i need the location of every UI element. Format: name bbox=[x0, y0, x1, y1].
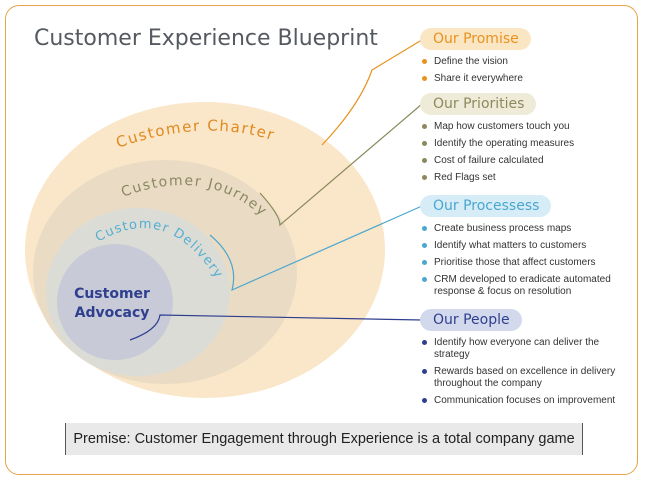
list-item: Communication focuses on improvement bbox=[420, 395, 634, 407]
section-our-promise: Our Promise Define the vision Share it e… bbox=[420, 28, 634, 90]
bullet-dot bbox=[422, 398, 427, 403]
bullet-dot bbox=[422, 124, 427, 129]
section-heading-people: Our People bbox=[420, 309, 522, 331]
premise-banner: Premise: Customer Engagement through Exp… bbox=[65, 423, 583, 455]
circle-customer-advocacy bbox=[57, 244, 173, 360]
bullet-dot bbox=[422, 175, 427, 180]
list-item: Identify the operating measures bbox=[420, 138, 634, 150]
list-item: Identify how everyone can deliver the st… bbox=[420, 337, 634, 361]
list-item: Cost of failure calculated bbox=[420, 155, 634, 167]
label-customer-advocacy-line2: Advocacy bbox=[75, 305, 150, 321]
list-item: Identify what matters to customers bbox=[420, 240, 634, 252]
section-heading-processes: Our Processess bbox=[420, 195, 552, 217]
list-item: Rewards based on excellence in delivery … bbox=[420, 366, 634, 390]
processes-list: Create business process maps Identify wh… bbox=[420, 223, 634, 298]
list-item: Define the vision bbox=[420, 56, 634, 68]
list-item: Create business process maps bbox=[420, 223, 634, 235]
list-item: Red Flags set bbox=[420, 172, 634, 184]
section-our-priorities: Our Priorities Map how customers touch y… bbox=[420, 93, 634, 189]
label-customer-advocacy-line1: Customer bbox=[74, 286, 150, 302]
list-item: Map how customers touch you bbox=[420, 121, 634, 133]
bullet-dot bbox=[422, 369, 427, 374]
bullet-dot bbox=[422, 277, 427, 282]
connector-processes bbox=[209, 205, 423, 292]
bullet-dot bbox=[422, 141, 427, 146]
connector-people bbox=[129, 314, 423, 341]
section-our-people: Our People Identify how everyone can del… bbox=[420, 309, 634, 412]
bullet-dot bbox=[422, 340, 427, 345]
bullet-dot bbox=[422, 76, 427, 81]
bullet-dot bbox=[422, 59, 427, 64]
diagram-title: Customer Experience Blueprint bbox=[34, 26, 378, 51]
connector-priorities bbox=[259, 103, 423, 227]
bullet-dot bbox=[422, 260, 427, 265]
bullet-dot bbox=[422, 226, 427, 231]
section-our-processes: Our Processess Create business process m… bbox=[420, 195, 634, 303]
priorities-list: Map how customers touch you Identify the… bbox=[420, 121, 634, 184]
list-item: CRM developed to eradicate automated res… bbox=[420, 274, 634, 298]
bullet-dot bbox=[422, 243, 427, 248]
section-heading-priorities: Our Priorities bbox=[420, 93, 537, 115]
people-list: Identify how everyone can deliver the st… bbox=[420, 337, 634, 407]
promise-list: Define the vision Share it everywhere bbox=[420, 56, 634, 85]
list-item: Share it everywhere bbox=[420, 73, 634, 85]
section-heading-promise: Our Promise bbox=[420, 28, 531, 50]
connector-promise bbox=[321, 37, 426, 146]
list-item: Prioritise those that affect customers bbox=[420, 257, 634, 269]
bullet-dot bbox=[422, 158, 427, 163]
